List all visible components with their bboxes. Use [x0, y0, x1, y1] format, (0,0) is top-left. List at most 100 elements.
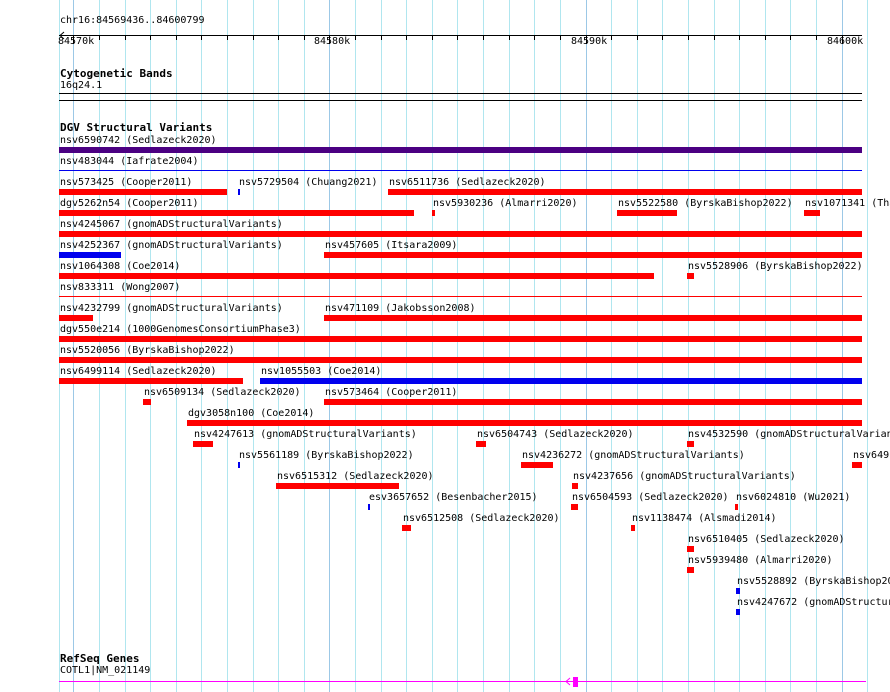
variant-label[interactable]: nsv6504743 (Sedlazeck2020) [477, 429, 634, 440]
grid-line [586, 0, 587, 692]
ruler-tick [534, 35, 535, 40]
grid-line [406, 0, 407, 692]
variant-label[interactable]: nsv6509134 (Sedlazeck2020) [144, 387, 301, 398]
variant-bar[interactable] [193, 441, 213, 447]
variant-bar[interactable] [687, 273, 694, 279]
variant-bar[interactable] [59, 336, 862, 342]
variant-bar[interactable] [59, 252, 121, 258]
variant-bar[interactable] [687, 441, 694, 447]
variant-label[interactable]: nsv5930236 (Almarri2020) [433, 198, 578, 209]
variant-bar[interactable] [59, 378, 243, 384]
variant-label[interactable]: nsv483044 (Iafrate2004) [60, 156, 199, 167]
variant-label[interactable]: nsv4236272 (gnomADStructuralVariants) [522, 450, 745, 461]
variant-bar[interactable] [368, 504, 370, 510]
gene-label[interactable]: COTL1|NM_021149 [60, 665, 151, 676]
variant-label[interactable]: nsv6024810 (Wu2021) [736, 492, 851, 503]
ruler-tick [688, 35, 689, 40]
variant-label[interactable]: nsv6504593 (Sedlazeck2020) [572, 492, 729, 503]
variant-bar[interactable] [59, 231, 862, 237]
ruler-tick [509, 35, 510, 40]
variant-label[interactable]: nsv4252367 (gnomADStructuralVariants) [60, 240, 283, 251]
variant-bar[interactable] [238, 462, 240, 468]
variant-bar[interactable] [59, 189, 227, 195]
variant-label[interactable]: nsv471109 (Jakobsson2008) [325, 303, 476, 314]
gene-exon[interactable] [573, 677, 578, 687]
variant-bar[interactable] [59, 296, 862, 297]
variant-label[interactable]: dgv5262n54 (Cooper2011) [60, 198, 199, 209]
variant-label[interactable]: nsv5528892 (ByrskaBishop2022) [737, 576, 890, 587]
variant-label[interactable]: nsv1064308 (Coe2014) [60, 261, 181, 272]
variant-label[interactable]: nsv5939480 (Almarri2020) [688, 555, 833, 566]
variant-bar[interactable] [735, 504, 738, 510]
variant-label[interactable]: nsv5520056 (ByrskaBishop2022) [60, 345, 235, 356]
variant-label[interactable]: nsv573464 (Cooper2011) [325, 387, 458, 398]
variant-label[interactable]: nsv6511736 (Sedlazeck2020) [389, 177, 546, 188]
variant-label[interactable]: nsv4532590 (gnomADStructuralVarian [688, 429, 890, 440]
variant-label[interactable]: nsv4245067 (gnomADStructuralVariants) [60, 219, 283, 230]
variant-label[interactable]: nsv649 [853, 450, 890, 461]
variant-label[interactable]: nsv5561189 (ByrskaBishop2022) [239, 450, 414, 461]
cytoband-bar-top [59, 93, 862, 94]
variant-bar[interactable] [324, 252, 862, 258]
variant-label[interactable]: nsv573425 (Cooper2011) [60, 177, 193, 188]
variant-label[interactable]: nsv4247672 (gnomADStructuralVariants) [737, 597, 890, 608]
variant-bar[interactable] [631, 525, 635, 531]
ruler-tick [790, 35, 791, 40]
variant-bar[interactable] [736, 588, 740, 594]
ruler-tick [253, 35, 254, 40]
cytoband-label: 16q24.1 [60, 80, 103, 91]
variant-label[interactable]: nsv457605 (Itsara2009) [325, 240, 458, 251]
variant-bar[interactable] [238, 189, 240, 195]
variant-bar[interactable] [59, 315, 93, 321]
variant-bar[interactable] [736, 609, 740, 615]
variant-bar[interactable] [59, 147, 862, 153]
variant-bar[interactable] [143, 399, 151, 405]
variant-label[interactable]: nsv4237656 (gnomADStructuralVariants) [573, 471, 796, 482]
variant-bar[interactable] [804, 210, 820, 216]
variant-bar[interactable] [59, 273, 654, 279]
variant-label[interactable]: nsv6499114 (Sedlazeck2020) [60, 366, 217, 377]
variant-bar[interactable] [852, 462, 862, 468]
grid-line [739, 0, 740, 692]
grid-line [765, 0, 766, 692]
variant-label[interactable]: nsv5522580 (ByrskaBishop2022) [618, 198, 793, 209]
variant-label[interactable]: nsv1055503 (Coe2014) [261, 366, 382, 377]
variant-label[interactable]: nsv1071341 (Tha [805, 198, 890, 209]
variant-label[interactable]: nsv6515312 (Sedlazeck2020) [277, 471, 434, 482]
variant-bar[interactable] [617, 210, 677, 216]
variant-bar[interactable] [260, 378, 862, 384]
ruler-tick [355, 35, 356, 40]
variant-label[interactable]: nsv4247613 (gnomADStructuralVariants) [194, 429, 417, 440]
variant-bar[interactable] [276, 483, 399, 489]
variant-label[interactable]: nsv1138474 (Alsmadi2014) [632, 513, 777, 524]
variant-label[interactable]: dgv3058n100 (Coe2014) [188, 408, 315, 419]
variant-bar[interactable] [59, 210, 414, 216]
ruler-tick [662, 35, 663, 40]
variant-bar[interactable] [59, 357, 862, 363]
variant-bar[interactable] [687, 567, 694, 573]
variant-bar[interactable] [187, 420, 862, 426]
variant-bar[interactable] [572, 483, 578, 489]
variant-label[interactable]: dgv550e214 (1000GenomesConsortiumPhase3) [60, 324, 301, 335]
variant-bar[interactable] [402, 525, 411, 531]
variant-label[interactable]: nsv833311 (Wong2007) [60, 282, 181, 293]
variant-bar[interactable] [687, 546, 694, 552]
variant-label[interactable]: nsv6512508 (Sedlazeck2020) [403, 513, 560, 524]
variant-label[interactable]: nsv4232799 (gnomADStructuralVariants) [60, 303, 283, 314]
variant-bar[interactable] [324, 315, 862, 321]
gene-intron-line[interactable] [59, 681, 866, 682]
variant-bar[interactable] [476, 441, 486, 447]
variant-bar[interactable] [59, 170, 862, 171]
variant-label[interactable]: nsv5528906 (ByrskaBishop2022) [688, 261, 863, 272]
variant-bar[interactable] [388, 189, 862, 195]
variant-bar[interactable] [521, 462, 553, 468]
variant-label[interactable]: nsv6590742 (Sedlazeck2020) [60, 135, 217, 146]
variant-bar[interactable] [571, 504, 578, 510]
variant-bar[interactable] [324, 399, 862, 405]
variant-label[interactable]: esv3657652 (Besenbacher2015) [369, 492, 538, 503]
grid-line [457, 0, 458, 692]
variant-bar[interactable] [432, 210, 435, 216]
variant-label[interactable]: nsv5729504 (Chuang2021) [239, 177, 378, 188]
variant-label[interactable]: nsv6510405 (Sedlazeck2020) [688, 534, 845, 545]
ruler-tick [125, 35, 126, 40]
